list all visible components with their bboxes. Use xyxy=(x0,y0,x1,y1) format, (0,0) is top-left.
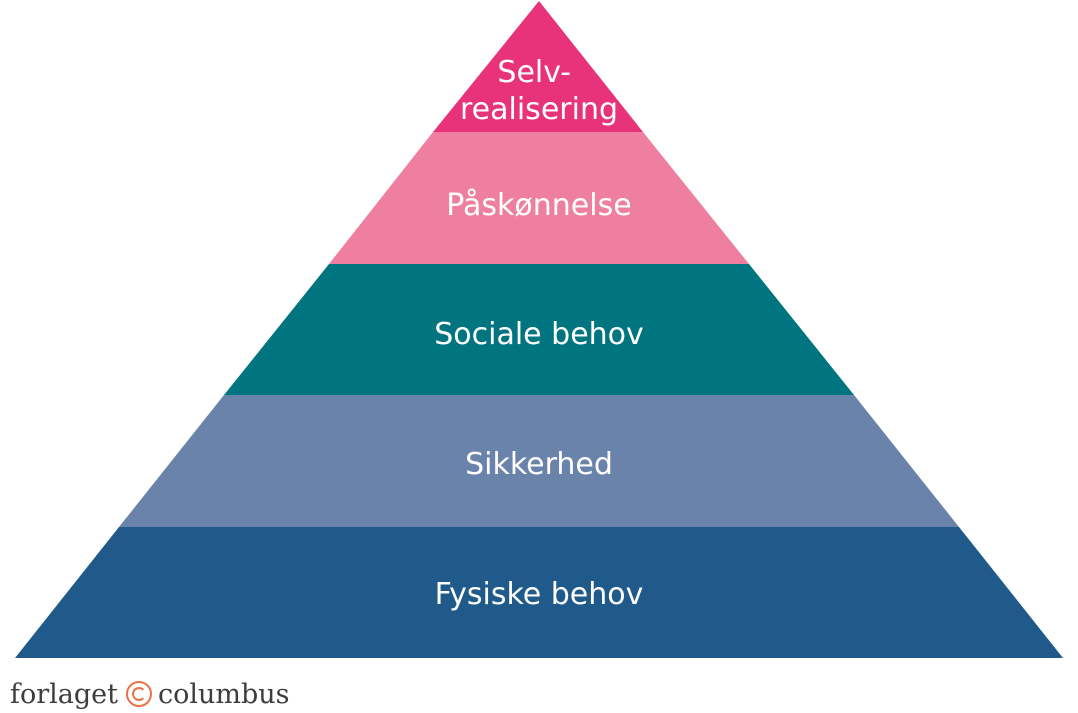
level-physiological-label-line-1: Fysiske behov xyxy=(435,577,644,612)
level-esteem-label: Påskønnelse xyxy=(446,188,631,223)
level-safety-label-line-1: Sikkerhed xyxy=(465,447,613,482)
level-safety-label: Sikkerhed xyxy=(465,447,613,482)
level-self-actualization xyxy=(433,1,643,132)
level-esteem xyxy=(329,132,749,264)
level-social-label: Sociale behov xyxy=(434,317,644,352)
level-self-actualization-label: Selv- realisering xyxy=(460,55,618,127)
level-physiological-label: Fysiske behov xyxy=(435,577,644,612)
publisher-logo: forlaget columbus xyxy=(10,676,290,712)
logo-text-right: columbus xyxy=(158,678,290,710)
level-social-label-line-1: Sociale behov xyxy=(434,317,644,352)
level-esteem-label-line-1: Påskønnelse xyxy=(446,188,631,223)
level-social xyxy=(224,264,854,395)
copyright-c-icon xyxy=(126,681,152,707)
level-physiological xyxy=(15,527,1063,658)
level-self-actualization-label-line-2: realisering xyxy=(460,92,618,127)
logo-text-left: forlaget xyxy=(10,678,118,710)
level-self-actualization-label-line-1: Selv- xyxy=(497,55,571,90)
level-safety xyxy=(119,395,959,527)
